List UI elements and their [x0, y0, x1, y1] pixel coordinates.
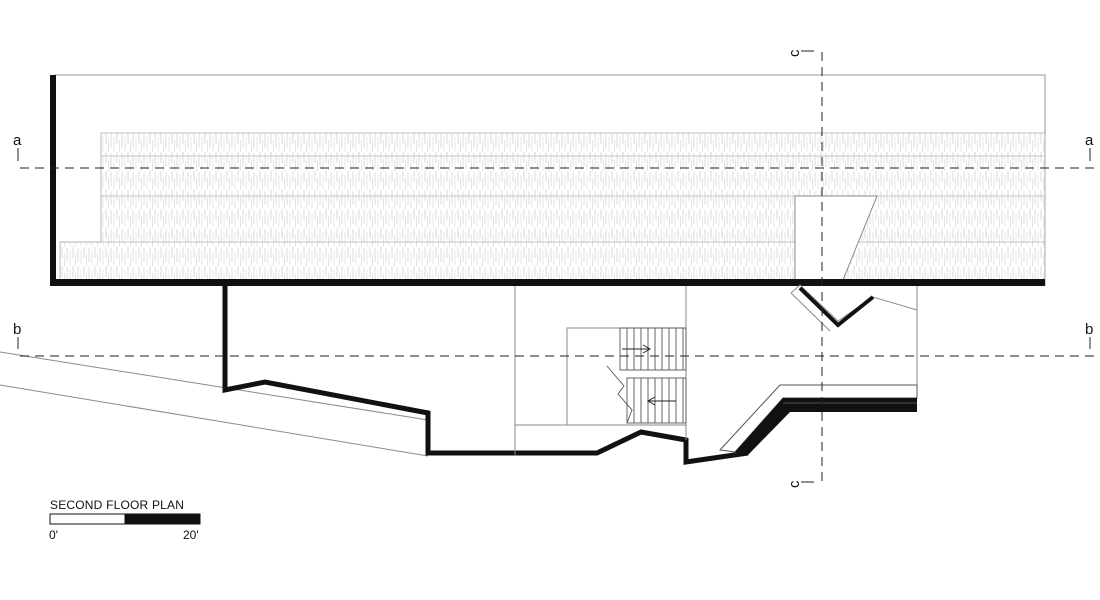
scale-bar-white: [49, 513, 126, 525]
lower-exterior-wall: [222, 285, 749, 465]
drawing-title: SECOND FLOOR PLAN: [50, 498, 184, 512]
scale-bar-start-label: 0': [49, 528, 58, 542]
scale-bar-black: [124, 513, 201, 525]
stair: [606, 327, 687, 424]
scale-bar: [49, 513, 201, 525]
section-marker-b-right: b: [1085, 321, 1093, 338]
scale-bar-end-label: 20': [183, 528, 199, 542]
section-marker-a-right: a: [1085, 132, 1094, 149]
angled-bay-wall: [798, 286, 875, 328]
south-wall-upper: [50, 279, 1045, 286]
stair-upper-run: [619, 327, 687, 371]
arrow-right-icon: [622, 344, 652, 354]
lower-floor-area: [0, 284, 918, 465]
deck-strip-lines: [60, 155, 1045, 243]
section-marker-c-bottom: c: [786, 480, 803, 488]
core-walls: [514, 286, 687, 455]
terrace-edge: [718, 384, 918, 455]
section-marker-a-left: a: [13, 132, 22, 149]
hatched-deck-area: [59, 132, 1046, 284]
angled-bay: [790, 284, 918, 332]
site-slope-lines: [0, 351, 429, 457]
stair-lower-run: [626, 377, 687, 424]
arrow-left-icon: [646, 396, 676, 406]
section-lines: [20, 52, 1095, 485]
terrace-heavy-wall: [735, 398, 917, 455]
upper-floor-slab: [50, 74, 1046, 286]
section-marker-ticks: [17, 50, 1091, 483]
west-wall: [50, 75, 56, 286]
section-marker-c-top: c: [786, 49, 803, 57]
stair-arrows: [622, 344, 676, 406]
section-marker-b-left: b: [13, 321, 21, 338]
